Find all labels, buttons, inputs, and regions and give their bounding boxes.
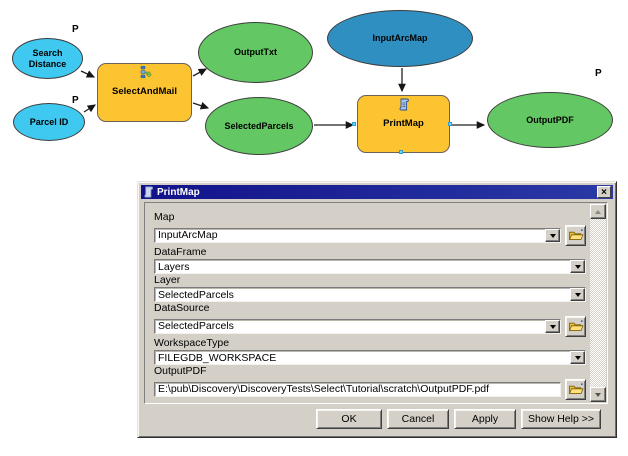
field-workspacetype: WorkspaceType: [154, 338, 586, 365]
chevron-down-icon[interactable]: [570, 351, 585, 364]
chevron-down-icon[interactable]: [570, 288, 585, 301]
chevron-down-icon[interactable]: [545, 228, 560, 242]
node-label: Search Distance: [28, 48, 67, 69]
node-selected-parcels[interactable]: SelectedParcels: [205, 97, 313, 155]
selection-handle[interactable]: [399, 150, 403, 154]
field-label: WorkspaceType: [154, 337, 230, 349]
field-map: Map: [154, 212, 586, 246]
node-label: SelectedParcels: [224, 120, 294, 131]
apply-button[interactable]: Apply: [454, 409, 516, 429]
close-icon[interactable]: ×: [597, 186, 611, 198]
workspacetype-combobox[interactable]: [154, 350, 586, 365]
scrollbar-track[interactable]: [590, 219, 606, 387]
model-icon: [138, 65, 152, 82]
node-select-and-mail[interactable]: SelectAndMail: [97, 63, 192, 122]
cancel-button[interactable]: Cancel: [387, 409, 449, 429]
scroll-down-icon[interactable]: [590, 387, 606, 402]
browse-button[interactable]: [565, 378, 586, 400]
field-layer: Layer: [154, 275, 586, 302]
field-label: DataSource: [154, 302, 210, 314]
script-icon: [143, 186, 154, 198]
field-dataframe: DataFrame: [154, 247, 586, 274]
node-output-pdf[interactable]: OutputPDF: [487, 92, 613, 148]
field-label: OutputPDF: [154, 365, 207, 377]
map-combobox[interactable]: [154, 227, 561, 243]
scroll-up-icon[interactable]: [590, 204, 606, 219]
outputpdf-path-input[interactable]: [155, 382, 560, 396]
field-label: Map: [154, 211, 175, 223]
map-value-input[interactable]: [155, 228, 545, 242]
chevron-down-icon[interactable]: [545, 319, 560, 333]
layer-value-input[interactable]: [155, 288, 570, 301]
dialog-button-row: OK Cancel Apply Show Help >>: [138, 409, 601, 429]
parameters-panel: Map DataFrame: [144, 202, 608, 404]
node-parcel-id[interactable]: Parcel ID: [13, 103, 85, 141]
field-datasource: DataSource: [154, 303, 586, 337]
node-label: Parcel ID: [29, 116, 69, 127]
parameter-flag: P: [72, 24, 79, 35]
parameter-flag: P: [595, 68, 602, 79]
datasource-value-input[interactable]: [155, 319, 545, 333]
dataframe-value-input[interactable]: [155, 260, 570, 273]
browse-button[interactable]: [565, 315, 586, 337]
printmap-dialog: PrintMap × Map Da: [137, 181, 617, 438]
browse-button[interactable]: [565, 224, 586, 246]
dialog-titlebar[interactable]: PrintMap ×: [141, 185, 613, 199]
ok-button[interactable]: OK: [316, 409, 382, 429]
connector-arrows: [80, 68, 486, 129]
show-help-button[interactable]: Show Help >>: [521, 409, 601, 429]
node-label: PrintMap: [383, 117, 424, 129]
selection-handle[interactable]: [448, 122, 452, 126]
scrollbar[interactable]: [590, 204, 606, 402]
field-label: Layer: [154, 274, 181, 286]
field-label: DataFrame: [154, 246, 207, 258]
node-search-distance[interactable]: Search Distance: [12, 38, 83, 79]
script-icon: [398, 98, 410, 115]
node-label: OutputTxt: [234, 47, 277, 58]
node-label: OutputPDF: [526, 114, 574, 125]
node-input-arc-map[interactable]: InputArcMap: [327, 10, 473, 67]
node-label: InputArcMap: [372, 33, 428, 44]
datasource-combobox[interactable]: [154, 318, 561, 334]
chevron-down-icon[interactable]: [570, 260, 585, 273]
dialog-title: PrintMap: [157, 186, 200, 198]
node-output-txt[interactable]: OutputTxt: [198, 22, 313, 83]
parameter-flag: P: [72, 95, 79, 106]
modelbuilder-canvas: P P P Search Distance Parcel ID SelectAn…: [0, 0, 628, 180]
layer-combobox[interactable]: [154, 287, 586, 302]
workspacetype-value-input[interactable]: [155, 351, 570, 364]
selection-handle[interactable]: [352, 122, 356, 126]
dataframe-combobox[interactable]: [154, 259, 586, 274]
node-print-map[interactable]: PrintMap: [357, 95, 450, 153]
node-label: SelectAndMail: [112, 86, 177, 98]
field-outputpdf: OutputPDF: [154, 366, 586, 400]
